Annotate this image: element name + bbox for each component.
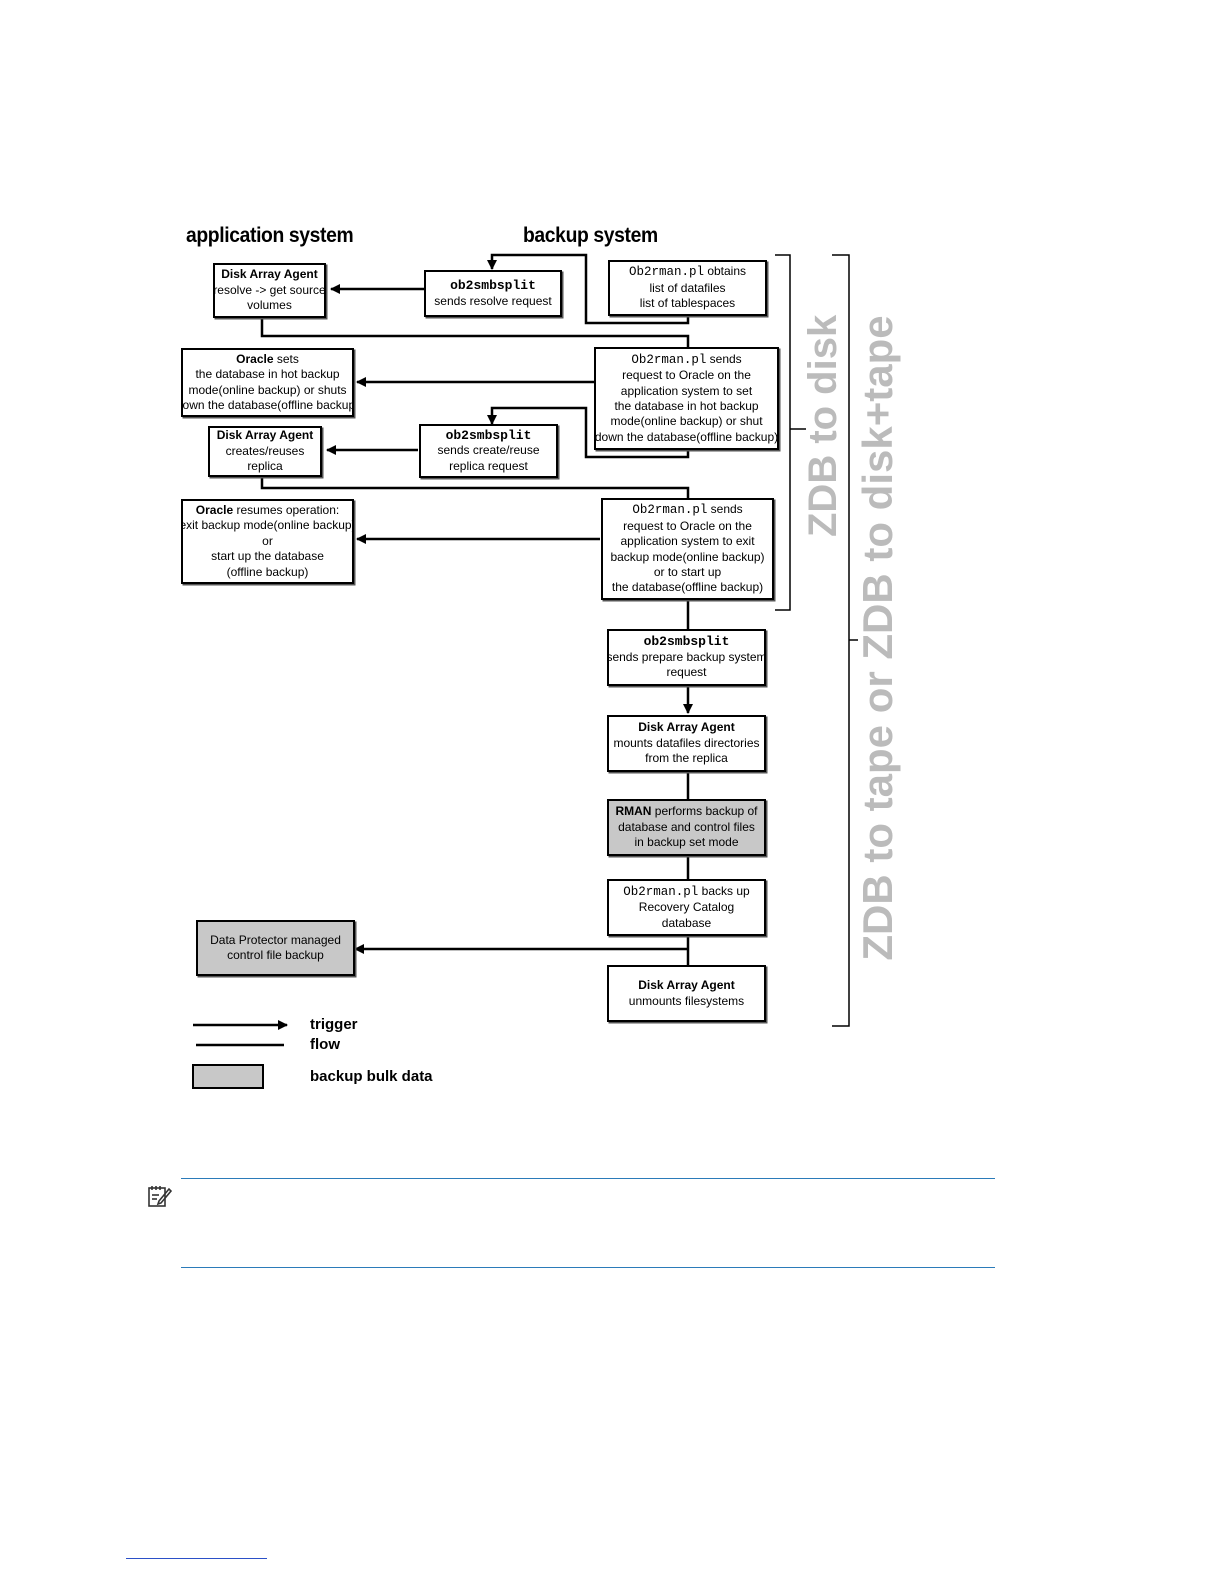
- zdb-to-tape-label: ZDB to tape or ZDB to disk+tape: [854, 315, 901, 961]
- ob2rman-catalog-box: Ob2rman.pl backs up Recovery Catalog dat…: [607, 879, 766, 936]
- disk-array-agent-unmounts-box: Disk Array Agent unmounts filesystems: [607, 965, 766, 1022]
- disk-array-agent-creates-box: Disk Array Agent creates/reuses replica: [208, 426, 322, 477]
- legend-flow-label: flow: [310, 1036, 340, 1053]
- bracket-zdb-to-disk: [775, 254, 791, 611]
- flow-creates-to-rman2: [260, 476, 690, 498]
- flow-obtains-to-resolve: [487, 253, 690, 325]
- note-bottom-rule: [181, 1267, 995, 1268]
- note-icon: [148, 1186, 173, 1207]
- flow-resolve-to-rman1: [260, 316, 690, 347]
- oracle-resumes-box: Oracle resumes operation: exit backup mo…: [181, 499, 354, 584]
- legend-bulk-label: backup bulk data: [310, 1068, 433, 1085]
- zdb-to-disk-label: ZDB to disk: [801, 314, 845, 537]
- legend-trigger-label: trigger: [310, 1016, 358, 1033]
- oracle-sets-box: Oracle sets the database in hot backup m…: [181, 348, 354, 417]
- footer-rule: [126, 1558, 267, 1559]
- rman-backup-box: RMAN performs backup of database and con…: [607, 799, 766, 856]
- ob2smbsplit-create-box: ob2smbsplit sends create/reuse replica r…: [419, 424, 558, 478]
- legend-bulk-swatch: [192, 1064, 264, 1089]
- dp-control-file-backup-box: Data Protector managed control file back…: [196, 920, 355, 976]
- ob2smbsplit-resolve-box: ob2smbsplit sends resolve request: [424, 270, 562, 317]
- ob2rman-sends-exit-box: Ob2rman.pl sends request to Oracle on th…: [601, 498, 774, 600]
- application-system-heading: application system: [186, 224, 354, 247]
- ob2smbsplit-prepare-box: ob2smbsplit sends prepare backup system …: [607, 629, 766, 686]
- flow-rman1-to-create: [487, 406, 690, 459]
- backup-system-heading: backup system: [523, 224, 658, 247]
- disk-array-agent-mounts-box: Disk Array Agent mounts datafiles direct…: [607, 715, 766, 772]
- note-top-rule: [181, 1178, 995, 1179]
- disk-array-agent-resolve-box: Disk Array Agent resolve -> get source v…: [213, 263, 326, 318]
- ob2rman-obtains-box: Ob2rman.pl obtains list of datafiles lis…: [608, 260, 767, 316]
- ob2rman-sends-set-box: Ob2rman.pl sends request to Oracle on th…: [594, 347, 779, 450]
